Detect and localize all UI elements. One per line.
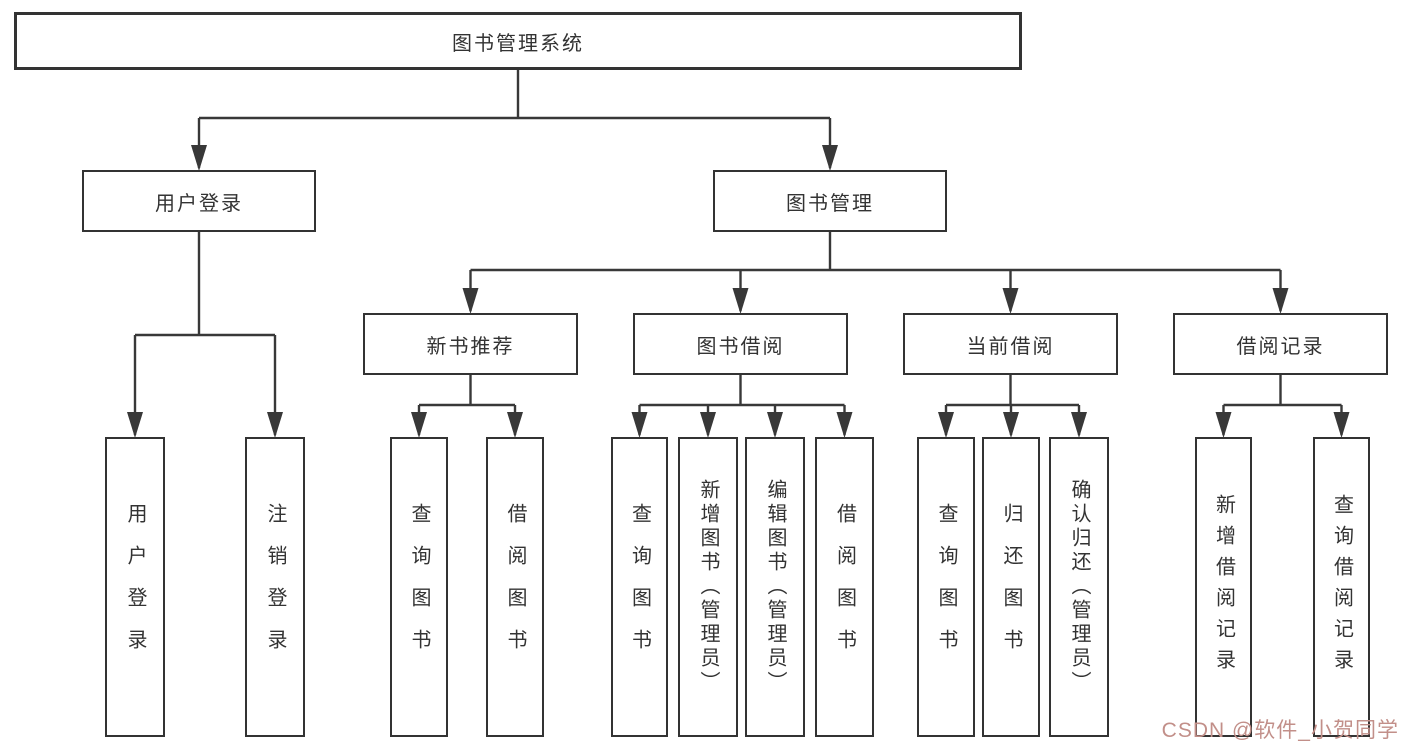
node-library-management-system: 图书管理系统 (14, 12, 1022, 70)
node-label: 归还图书 (1000, 503, 1022, 671)
leaf-records-add-record: 新增借阅记录 (1195, 437, 1252, 737)
node-book-management: 图书管理 (713, 170, 947, 232)
node-label: 查询图书 (408, 503, 430, 671)
leaf-borrow-add-books-admin: 新增图书（管理员） (678, 437, 738, 737)
leaf-records-query-record: 查询借阅记录 (1313, 437, 1370, 737)
node-current-borrow: 当前借阅 (903, 313, 1118, 375)
leaf-current-confirm-return-admin: 确认归还（管理员） (1049, 437, 1109, 737)
node-label: 用户登录 (124, 503, 146, 671)
leaf-recommend-borrow-books: 借阅图书 (486, 437, 544, 737)
connector-arrows (127, 118, 1350, 438)
node-label: 图书管理系统 (452, 32, 584, 55)
node-label: 新增借阅记录 (1212, 494, 1235, 680)
node-label: 用户登录 (155, 192, 243, 215)
leaf-logout: 注销登录 (245, 437, 305, 737)
node-label: 新书推荐 (426, 335, 515, 358)
node-label: 图书借阅 (696, 335, 785, 358)
node-label: 借阅图书 (833, 503, 856, 671)
leaf-current-return-books: 归还图书 (982, 437, 1040, 737)
node-label: 借阅图书 (504, 503, 526, 671)
leaf-user-login: 用户登录 (105, 437, 165, 737)
node-user-login: 用户登录 (82, 170, 316, 232)
node-book-borrow: 图书借阅 (633, 313, 848, 375)
node-label: 借阅记录 (1236, 335, 1325, 358)
node-label: 查询借阅记录 (1330, 494, 1353, 680)
node-label: 编辑图书（管理员） (764, 479, 786, 695)
leaf-recommend-query-books: 查询图书 (390, 437, 448, 737)
node-label: 查询图书 (628, 503, 651, 671)
watermark: CSDN @软件_小贺同学 (1161, 719, 1399, 742)
node-label: 确认归还（管理员） (1068, 479, 1090, 695)
node-label: 查询图书 (935, 503, 957, 671)
node-borrow-records: 借阅记录 (1173, 313, 1388, 375)
leaf-borrow-borrow-books: 借阅图书 (815, 437, 874, 737)
node-label: 当前借阅 (966, 335, 1055, 358)
leaf-current-query-books: 查询图书 (917, 437, 975, 737)
node-label: 新增图书（管理员） (697, 479, 719, 695)
leaf-borrow-edit-books-admin: 编辑图书（管理员） (745, 437, 805, 737)
leaf-borrow-query-books: 查询图书 (611, 437, 668, 737)
node-label: 图书管理 (786, 192, 874, 215)
node-label: 注销登录 (264, 503, 286, 671)
node-new-book-recommend: 新书推荐 (363, 313, 578, 375)
